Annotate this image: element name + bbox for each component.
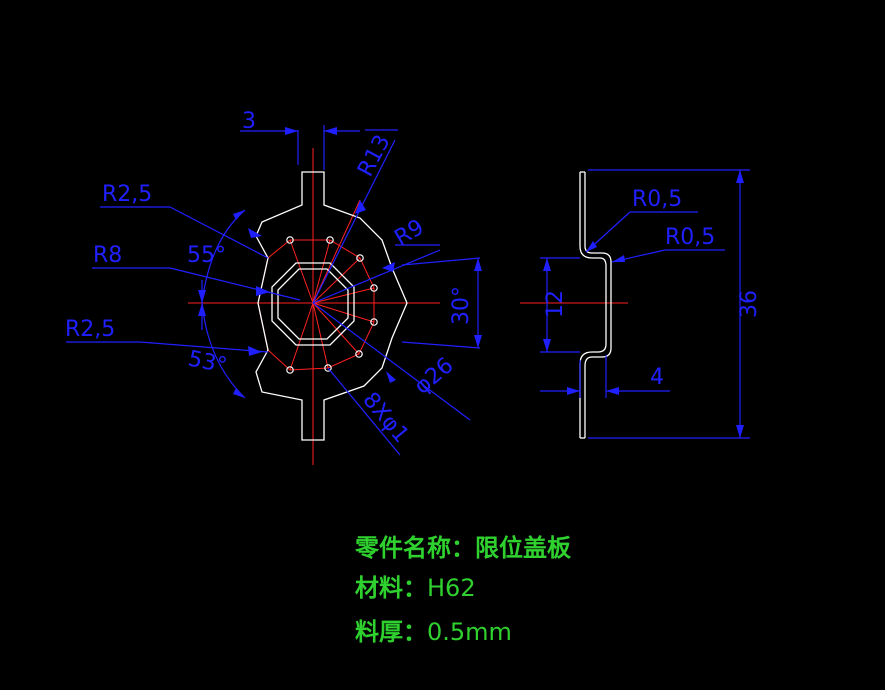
side-view: R0,5 R0,5 12 36 4 xyxy=(520,169,762,439)
side-dimension-texts: R0,5 R0,5 12 36 4 xyxy=(543,187,762,390)
thickness-label: 料厚： xyxy=(355,618,427,646)
plate-outline xyxy=(255,171,408,441)
inner-octagon-outer xyxy=(271,262,355,346)
dim-r13: R13 xyxy=(353,131,395,181)
part-name-label: 零件名称： xyxy=(355,534,475,562)
small-holes xyxy=(286,236,378,374)
dim-dia-26: φ26 xyxy=(410,353,459,399)
dim-r0-5-a: R0,5 xyxy=(632,187,682,212)
dim-r2-5-bottom: R2,5 xyxy=(65,317,115,342)
dim-holes: 8Xφ1 xyxy=(357,388,413,448)
dim-angle-30: 30° xyxy=(449,286,474,325)
dim-3: 3 xyxy=(242,109,256,134)
note-thickness: 料厚：0.5mm xyxy=(355,612,512,647)
note-part-name: 零件名称：限位盖板 xyxy=(355,528,571,563)
dim-r0-5-b: R0,5 xyxy=(665,225,715,250)
dim-angle-55: 55° xyxy=(187,243,226,268)
part-name-value: 限位盖板 xyxy=(475,534,571,562)
side-profile xyxy=(579,172,612,438)
side-arrowheads xyxy=(543,170,744,438)
front-view: 3 R13 R2,5 R9 R8 55° 30° R2,5 53° 8Xφ1 φ… xyxy=(65,109,482,465)
material-value: H62 xyxy=(427,574,476,602)
dim-r9: R9 xyxy=(391,215,429,251)
front-arrowheads xyxy=(198,127,482,398)
front-dimension-texts: 3 R13 R2,5 R9 R8 55° 30° R2,5 53° 8Xφ1 φ… xyxy=(65,109,474,448)
inner-octagon-inner xyxy=(277,268,349,340)
thickness-value: 0.5mm xyxy=(427,618,512,646)
dim-r8: R8 xyxy=(93,243,122,268)
note-material: 材料：H62 xyxy=(355,568,476,603)
material-label: 材料： xyxy=(355,574,427,602)
side-dimension-lines xyxy=(540,169,750,439)
front-dimension-lines xyxy=(66,125,481,456)
dim-r2-5-top: R2,5 xyxy=(102,182,152,207)
dim-angle-53: 53° xyxy=(186,346,229,379)
dim-h36: 36 xyxy=(737,290,762,318)
dim-h12: 12 xyxy=(543,290,568,318)
radial-construction-lines xyxy=(289,199,375,371)
dim-w4: 4 xyxy=(650,365,664,390)
